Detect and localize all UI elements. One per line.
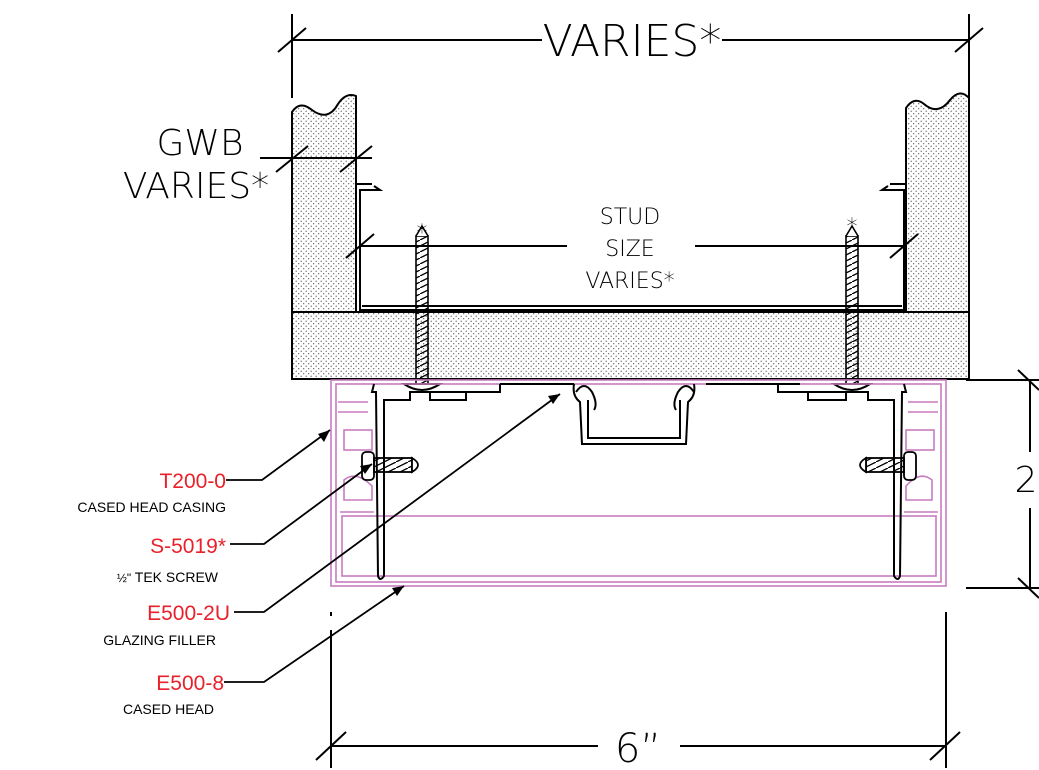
stud — [356, 183, 906, 311]
callout-part-e500-8: E500-8 — [156, 672, 224, 695]
gwb-dimension — [260, 145, 373, 173]
gwb-label-line2: VARIES* — [123, 166, 269, 207]
callout-desc-cased-head: CASED HEAD — [123, 701, 214, 717]
stud-label-line2: SIZE — [605, 237, 654, 262]
stud-screw-right — [830, 224, 874, 391]
stud-size-dimension — [345, 233, 919, 259]
callout-part-e500-2u: E500-2U — [147, 602, 230, 625]
gwb-label-line1: GWB — [156, 123, 243, 164]
glazing-filler — [370, 383, 908, 580]
callout-leaders — [224, 393, 561, 683]
frame-height-dimension — [966, 369, 1039, 599]
callout-part-s-5019: S-5019* — [150, 535, 226, 558]
stud-label-line1: STUD — [600, 205, 660, 230]
callout-desc-glazing-filler: GLAZING FILLER — [103, 632, 216, 648]
cased-head-frame — [330, 379, 947, 587]
frame-width-dimension — [315, 612, 961, 768]
callout-arrowheads — [318, 394, 560, 596]
overall-width-label: VARIES* — [543, 16, 722, 67]
stud-label-line3: VARIES* — [585, 269, 674, 294]
tek-screw-right — [859, 451, 917, 481]
frame-width-label: 6” — [615, 726, 661, 770]
frame-height-label: 2 — [1015, 460, 1038, 501]
screw-mark-right: * — [847, 215, 858, 240]
screw-mark-left: * — [417, 221, 428, 246]
callout-desc-cased-head-casing: CASED HEAD CASING — [77, 499, 226, 515]
callout-part-t200-0: T200-0 — [159, 470, 226, 493]
callout-desc-tek-screw: ½" TEK SCREW — [117, 569, 219, 585]
overall-width-dimension — [277, 14, 984, 98]
